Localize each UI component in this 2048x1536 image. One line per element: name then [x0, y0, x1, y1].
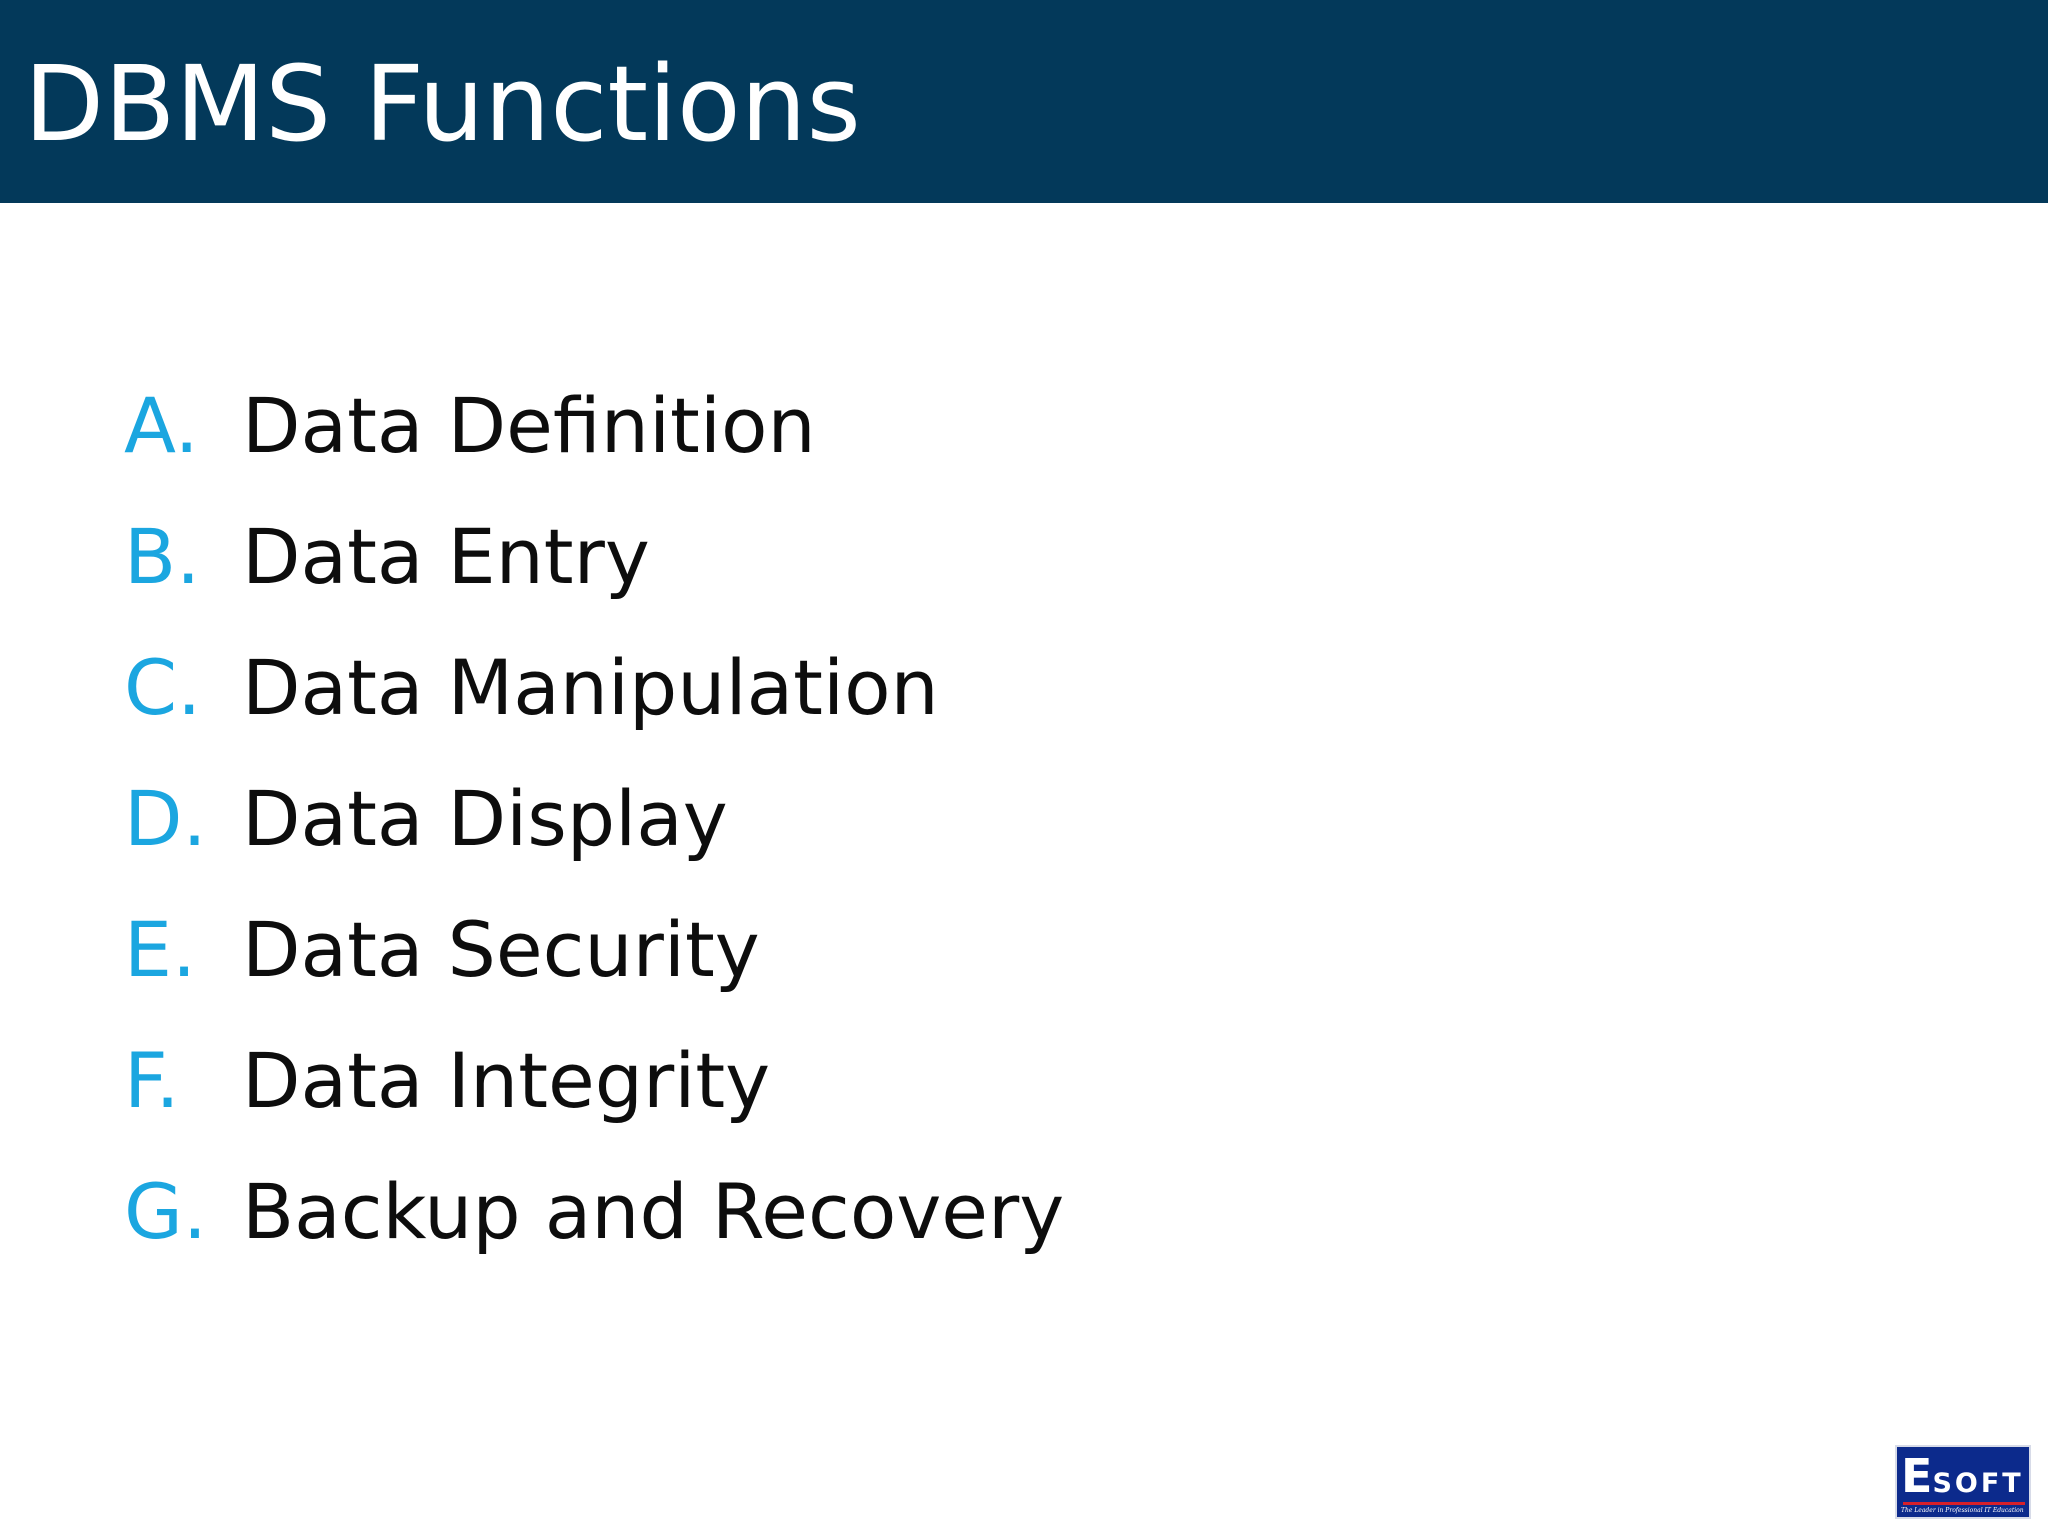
logo-tagline: The Leader in Professional IT Education [1901, 1507, 2024, 1514]
list-item: E. Data Security [124, 884, 1064, 1015]
list-item-text: Data Entry [242, 512, 650, 601]
list-item: B. Data Entry [124, 491, 1064, 622]
list-marker: A. [124, 381, 199, 470]
list-marker: C. [124, 643, 202, 732]
logo-wordmark: ESOFT [1901, 1453, 2027, 1499]
esoft-logo: ESOFT The Leader in Professional IT Educ… [1895, 1445, 2031, 1519]
function-list: A. Data Definition B. Data Entry C. Data… [124, 360, 1064, 1277]
title-bar: DBMS Functions [0, 0, 2048, 203]
list-marker: D. [124, 774, 207, 863]
list-item-text: Backup and Recovery [242, 1167, 1065, 1256]
list-marker: B. [124, 512, 201, 601]
list-item-text: Data Definition [242, 381, 816, 470]
list-item-text: Data Manipulation [242, 643, 939, 732]
slide-title: DBMS Functions [24, 43, 861, 165]
list-item-text: Data Integrity [242, 1036, 771, 1125]
list-item: A. Data Definition [124, 360, 1064, 491]
list-item: F. Data Integrity [124, 1015, 1064, 1146]
list-item: G. Backup and Recovery [124, 1146, 1064, 1277]
list-marker: E. [124, 905, 197, 994]
logo-wordmark-initial: E [1901, 1449, 1933, 1503]
list-marker: G. [124, 1167, 208, 1256]
list-item: D. Data Display [124, 753, 1064, 884]
list-item-text: Data Display [242, 774, 728, 863]
list-item-text: Data Security [242, 905, 760, 994]
list-marker: F. [124, 1036, 180, 1125]
list-item: C. Data Manipulation [124, 622, 1064, 753]
logo-accent-line [1903, 1502, 2025, 1505]
logo-wordmark-rest: SOFT [1932, 1468, 2024, 1499]
